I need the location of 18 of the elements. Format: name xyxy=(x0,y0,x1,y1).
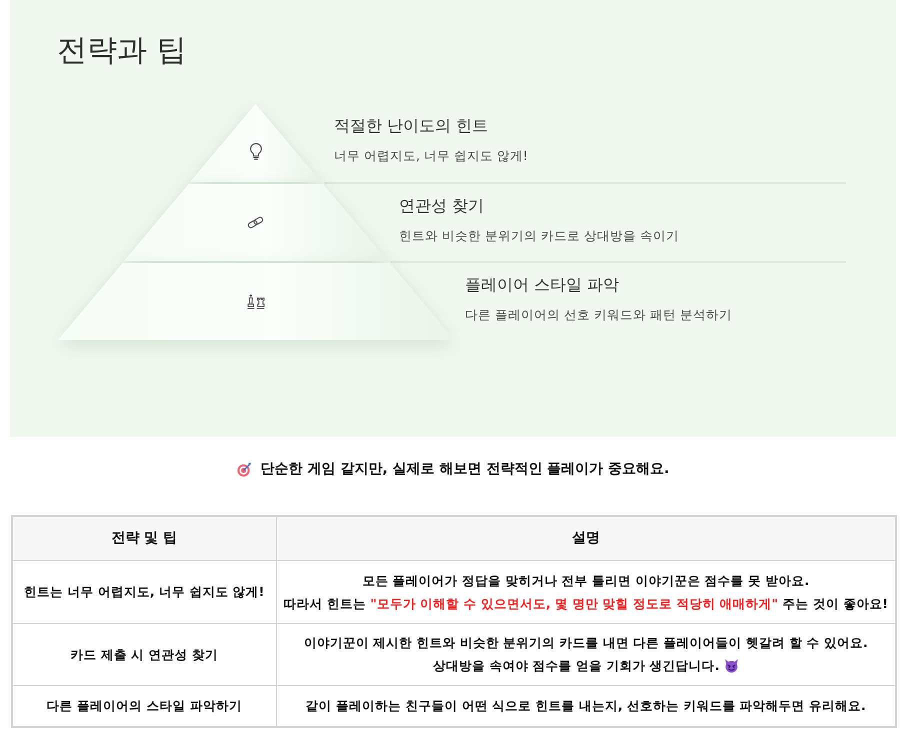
cell-text: 모든 플레이어가 정답을 맞히거나 전부 틀리면 이야기꾼은 점수를 못 받아요. xyxy=(362,572,810,590)
cell-text: 다른 플레이어의 스타일 파악하기 xyxy=(46,697,242,716)
column-header: 전략 및 팁 xyxy=(111,528,178,548)
diagram-title: 전략과 팁 xyxy=(57,32,187,70)
cell-text: 카드 제출 시 연관성 찾기 xyxy=(70,646,218,664)
column-header: 설명 xyxy=(572,528,600,548)
tier-heading: 적절한 난이도의 힌트 xyxy=(334,116,488,136)
tier-description: 힌트와 비슷한 분위기의 카드로 상대방을 속이기 xyxy=(398,228,679,244)
tier-description: 다른 플레이어의 선호 키워드와 패턴 분석하기 xyxy=(464,307,732,323)
cell-text: 따라서 힌트는 "모두가 이해할 수 있으면서도, 몇 명만 맞힐 정도로 적당히 애매하게" 주는 것이 좋아요! xyxy=(284,594,888,612)
cell-text: 상대방을 속여야 점수를 얻을 기회가 생긴답니다. xyxy=(432,657,720,675)
tier-heading: 플레이어 스타일 파악 xyxy=(464,275,620,295)
cell-text: 같이 플레이하는 친구들이 어떤 식으로 힌트를 내는지, 선호하는 키워드를 파악해두면 유리해요. xyxy=(306,697,866,716)
cell-text: 힌트는 너무 어렵지도, 너무 쉽지도 않게! xyxy=(24,583,264,601)
note-text: 단순한 게임 같지만, 실제로 해보면 전략적인 플레이가 중요해요. xyxy=(260,460,670,479)
tier-heading: 연관성 찾기 xyxy=(398,196,484,216)
cell-text: 이야기꾼이 제시한 힌트와 비슷한 분위기의 카드를 내면 다른 플레이어들이 헷갈려 할 수 있어요. xyxy=(304,634,868,652)
tier-description: 너무 어렵지도, 너무 쉽지도 않게! xyxy=(334,148,528,164)
